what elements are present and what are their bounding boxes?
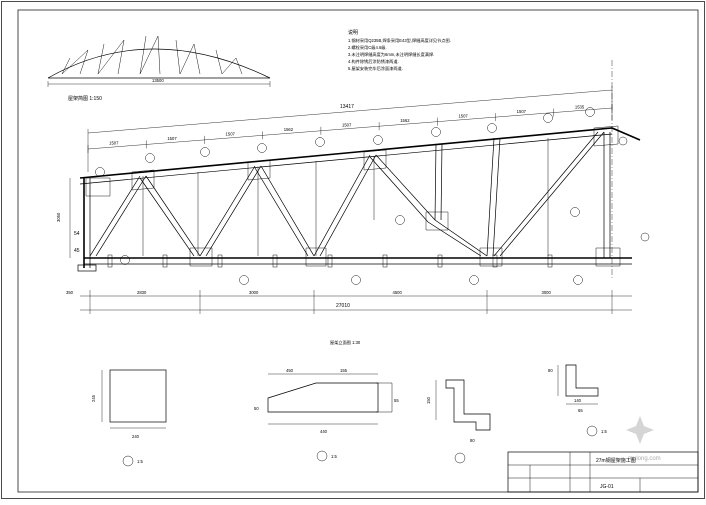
drawing-title: 27m钢屋架施工图: [596, 457, 636, 464]
detail-angle: 80 140 65 1:5: [548, 364, 607, 437]
svg-text:说明: 说明: [348, 29, 358, 36]
support-plate: [77, 264, 97, 272]
top-chord: [79, 127, 641, 179]
span-dim: 2830: [137, 290, 147, 295]
height-dim: 3050: [56, 212, 61, 222]
drawing-number: JG-01: [600, 484, 614, 490]
bent-bottom: 80: [470, 438, 475, 443]
panel-dim: 1507: [167, 136, 177, 141]
svg-text:屋架简图 1:150: 屋架简图 1:150: [68, 95, 102, 102]
svg-text:1.钢材采用Q235B,焊条采用E43型,焊缝高度详见节点图: 1.钢材采用Q235B,焊条采用E43型,焊缝高度详见节点图.: [348, 37, 451, 44]
left-label-54: 54: [74, 231, 80, 237]
truss-elevation: 13417 1507 1507 1507 1562 1507 1562 1507 1507 15…: [56, 60, 650, 346]
svg-text:5.屋架安装完毕后涂面漆两道.: 5.屋架安装完毕后涂面漆两道.: [348, 65, 403, 72]
watermark: mulong.com: [626, 416, 661, 462]
inner-frame: [17, 9, 699, 493]
svg-text:1:5: 1:5: [601, 429, 607, 434]
tapered-bottom: 440: [320, 429, 328, 434]
notes-block: 说明 1.钢材采用Q235B,焊条采用E43型,焊缝高度详见节点图. 2.螺栓采…: [348, 29, 451, 72]
tapered-left: 50: [254, 406, 259, 411]
panel-dim: 1562: [400, 118, 410, 123]
tapered-top-1: 450: [286, 368, 294, 373]
plate-width: 240: [132, 434, 140, 439]
svg-text:屋架立面图 1:30: 屋架立面图 1:30: [330, 339, 361, 346]
span-dim: 3000: [249, 290, 259, 295]
panel-dim: 1507: [517, 109, 527, 114]
svg-text:1:5: 1:5: [137, 459, 143, 464]
panel-dim: 1562: [284, 127, 294, 132]
panel-dim: 1535: [575, 104, 585, 109]
panel-dim: 1507: [226, 132, 236, 137]
plate-height: 245: [91, 394, 96, 402]
panel-dim: 1507: [458, 113, 468, 118]
detail-tapered: 450 155 440 55 50 1:5: [254, 368, 399, 462]
top-total-dim: 13417: [340, 104, 354, 110]
left-label-45: 45: [74, 248, 80, 254]
left-offset-dim: 350: [66, 290, 74, 295]
tapered-right: 55: [394, 398, 399, 403]
span-dim: 3000: [542, 290, 552, 295]
key-plan: 13500 屋架简图 1:150: [47, 35, 271, 102]
angle-label-3: 65: [578, 408, 583, 413]
detail-bent-plate: 150 80: [426, 379, 491, 464]
span-dim: 4500: [393, 290, 403, 295]
svg-text:1:5: 1:5: [331, 454, 337, 459]
angle-label-2: 140: [574, 398, 582, 403]
bent-left: 150: [426, 396, 431, 404]
svg-text:3.未注明焊缝高度为6mm,未注明焊缝长度满焊.: 3.未注明焊缝高度为6mm,未注明焊缝长度满焊.: [348, 51, 434, 58]
panel-dim: 1507: [109, 141, 119, 146]
svg-text:2.螺栓采用C级4.6级.: 2.螺栓采用C级4.6级.: [348, 44, 387, 51]
svg-text:4.构件除锈后涂防锈漆两道.: 4.构件除锈后涂防锈漆两道.: [348, 58, 399, 65]
angle-label-1: 80: [548, 368, 553, 373]
title-block: 27m钢屋架施工图 JG-01: [507, 451, 699, 493]
panel-dim: 1507: [342, 123, 352, 128]
total-length-dim: 27010: [336, 303, 350, 309]
detail-plate: 240 245 1:5: [91, 369, 167, 467]
watermark-text: mulong.com: [628, 456, 661, 462]
svg-text:13500: 13500: [152, 78, 164, 83]
tapered-top-2: 155: [340, 368, 348, 373]
